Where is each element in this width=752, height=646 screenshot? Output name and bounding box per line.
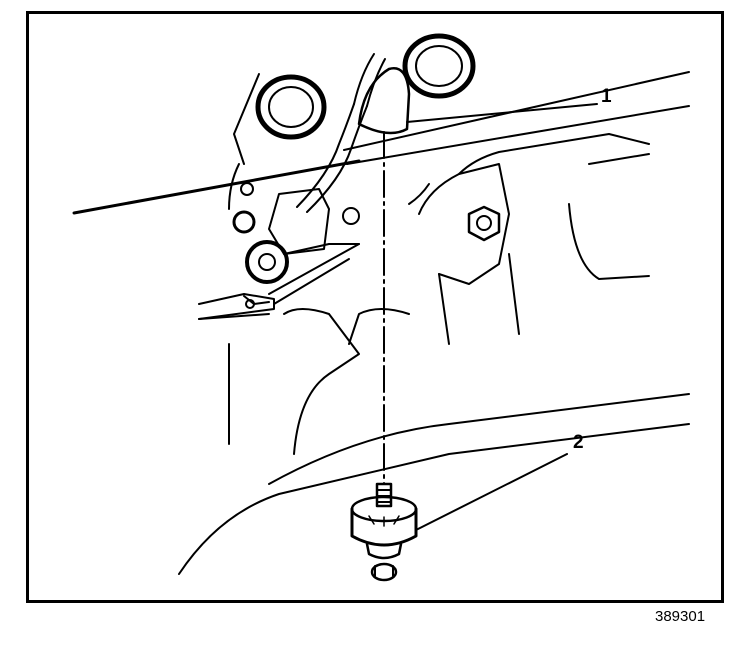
- engine-block-outline: [72, 71, 690, 575]
- cylinder-plug-left-icon: [255, 74, 327, 140]
- hex-bolt-icon: [467, 205, 501, 242]
- figure-frame: 1 2: [26, 11, 724, 603]
- wiring-connector-bracket: [198, 188, 360, 320]
- knock-sensor-illustration: [72, 33, 690, 582]
- figure-number: 389301: [655, 608, 706, 625]
- knock-sensor-bore: [357, 67, 411, 135]
- bracket-fastener-icon: [243, 295, 270, 309]
- leader-line-1: [406, 103, 598, 123]
- cylinder-plug-right-icon: [402, 33, 476, 99]
- knock-sensor-icon: [350, 482, 418, 582]
- callout-label-2: 2: [573, 432, 584, 453]
- callout-label-1: 1: [601, 86, 612, 107]
- bolt-hole-small-icon: [232, 182, 360, 234]
- leader-line-2: [415, 453, 568, 531]
- washer-left-icon: [245, 240, 289, 284]
